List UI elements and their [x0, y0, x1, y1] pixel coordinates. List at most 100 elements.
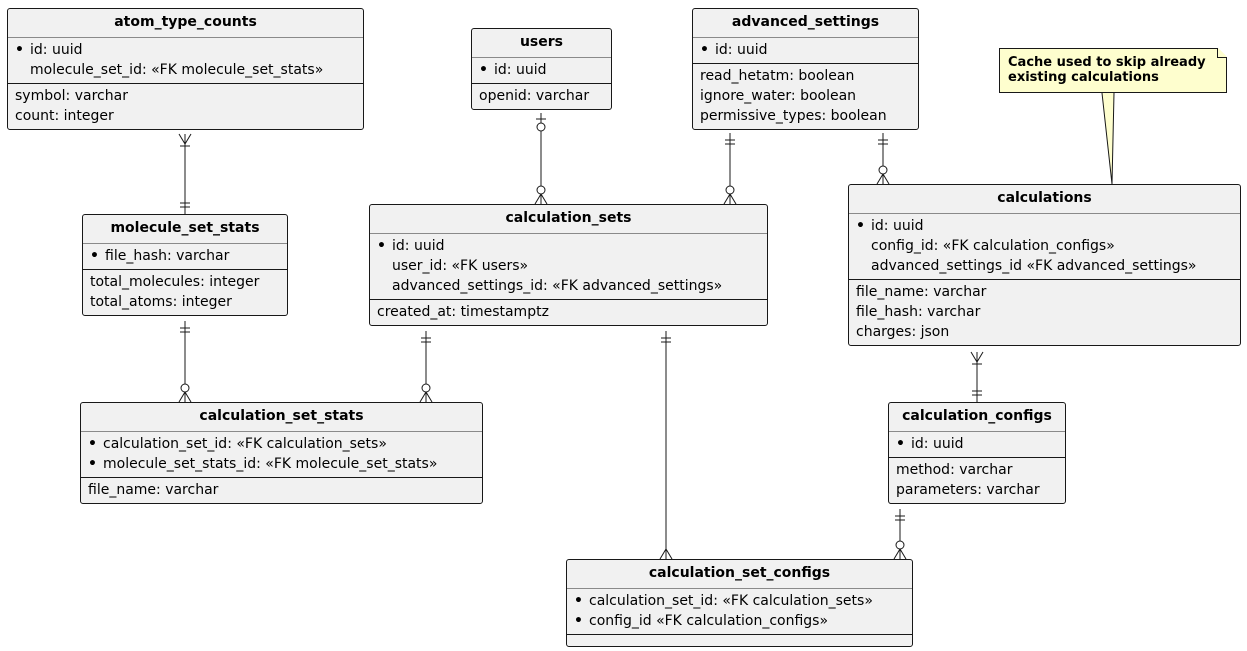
key-attribute: advanced_settings_id «FK advanced_settin… [856, 256, 1233, 276]
crow-foot [665, 548, 673, 560]
entity-calculation-sets: calculation_sets • id: uuid user_id: «FK us… [369, 204, 768, 326]
relationship-calculation-configs-to-calculation-set-configs [893, 509, 907, 560]
entity-field-section [567, 635, 912, 646]
key-attribute: •id: uuid [896, 434, 1058, 454]
note-line-1: Cache used to skip already [1008, 55, 1206, 70]
entity-calculation-set-stats: calculation_set_stats • calculation_set_id… [80, 402, 483, 504]
field-attribute: method: varchar [896, 462, 1013, 478]
entity-calculations: calculations • id: uuid config_id: «FK calc… [848, 184, 1241, 346]
field-attribute: parameters: varchar [896, 482, 1040, 498]
note-line-2: existing calculations [1008, 70, 1159, 85]
entity-key-section: •id: uuid molecule_set_id: «FK molecule_s… [8, 38, 363, 84]
crow-foot [976, 351, 984, 363]
relationship-atom-type-counts-to-molecule-set-stats [178, 133, 192, 214]
crow-foot [178, 133, 186, 145]
entity-key-section: • file_hash: varchar [83, 244, 287, 270]
mandatory-bullet-icon: • [90, 248, 99, 264]
crow-foot [534, 193, 542, 205]
key-attribute: • calculation_set_id: «FK calculation_set… [88, 434, 475, 454]
mandatory-bullet-icon: • [15, 42, 24, 58]
entity-field-section: created_at: timestamptz [370, 300, 767, 325]
mandatory-bullet-icon: • [856, 218, 865, 234]
crow-foot [184, 391, 192, 403]
entity-molecule-set-stats: molecule_set_stats • file_hash: varchar tot… [82, 214, 288, 316]
crow-foot [876, 173, 884, 185]
key-attribute: • config_id «FK calculation_configs» [574, 611, 905, 631]
entity-atom-type-counts: atom_type_counts•id: uuid molecule_set_id… [7, 8, 364, 130]
key-attribute: • id: uuid [700, 40, 911, 60]
field-attribute: permissive_types: boolean [700, 108, 887, 124]
field-attribute: total_atoms: integer [90, 294, 232, 310]
entity-field-section: openid: varchar [472, 84, 611, 109]
entity-key-section: • calculation_set_id: «FK calculation_set… [567, 589, 912, 635]
attribute-text: calculation_set_id: «FK calculation_sets… [589, 593, 873, 609]
key-attribute: user_id: «FK users» [377, 256, 760, 276]
mandatory-bullet-icon: • [377, 238, 386, 254]
mandatory-bullet-icon: • [574, 593, 583, 609]
mandatory-bullet-icon: • [700, 42, 709, 58]
attribute-text: advanced_settings_id: «FK advanced_setti… [392, 278, 723, 294]
zero-circle [536, 185, 546, 195]
relationship-advanced-settings-to-calculation-sets [723, 133, 737, 205]
attribute-text: file_hash: varchar [105, 248, 230, 264]
entity-title: calculation_sets [370, 205, 767, 234]
attribute-text: config_id: «FK calculation_configs» [871, 238, 1115, 254]
entity-title: calculations [849, 185, 1240, 214]
relationship-advanced-settings-to-calculations [876, 133, 890, 185]
zero-circle [180, 383, 190, 393]
crow-foot [184, 133, 192, 145]
entity-field-section: file_name: varchar [81, 478, 482, 503]
entity-key-section: • id: uuid user_id: «FK users» advanced_set… [370, 234, 767, 300]
attribute-text: molecule_set_stats_id: «FK molecule_set_… [103, 456, 438, 472]
crow-foot [882, 173, 890, 185]
entity-title: calculation_configs [889, 403, 1065, 432]
mandatory-bullet-icon: • [88, 456, 97, 472]
key-attribute: •id: uuid [15, 40, 356, 60]
entity-title: molecule_set_stats [83, 215, 287, 244]
entity-title: users [472, 29, 611, 58]
attribute-text: id: uuid [871, 218, 924, 234]
entity-title: atom_type_counts [8, 9, 363, 38]
entity-field-section: method: varchar parameters: varchar [889, 458, 1065, 503]
mandatory-bullet-icon: • [88, 436, 97, 452]
entity-key-section: •id: uuid [472, 58, 611, 84]
attribute-text: config_id «FK calculation_configs» [589, 613, 829, 629]
mandatory-bullet-icon: • [479, 62, 488, 78]
crow-foot [178, 391, 186, 403]
field-attribute: read_hetatm: boolean [700, 68, 855, 84]
attribute-text: calculation_set_id: «FK calculation_sets… [103, 436, 387, 452]
crow-foot [970, 351, 978, 363]
key-attribute: • id: uuid [377, 236, 760, 256]
note-tail [1101, 92, 1115, 185]
crow-foot [729, 193, 737, 205]
zero-circle [895, 540, 905, 550]
entity-key-section: •id: uuid [889, 432, 1065, 458]
attribute-text: id: uuid [392, 238, 445, 254]
key-attribute: • molecule_set_stats_id: «FK molecule_set… [88, 454, 475, 474]
field-attribute: openid: varchar [479, 88, 590, 104]
entity-title: advanced_settings [693, 9, 918, 38]
field-attribute: count: integer [15, 108, 114, 124]
relationship-molecule-set-stats-to-calculation-set-stats [178, 321, 192, 403]
entity-key-section: • id: uuid [693, 38, 918, 64]
mandatory-bullet-icon: • [896, 436, 905, 452]
field-attribute: file_hash: varchar [856, 304, 981, 320]
relationship-calculations-to-calculation-configs [970, 351, 984, 402]
attribute-text: advanced_settings_id «FK advanced_settin… [871, 258, 1197, 274]
entity-advanced-settings: advanced_settings • id: uuid read_hetatm: b… [692, 8, 919, 130]
crow-foot [659, 548, 667, 560]
mandatory-bullet-icon: • [574, 613, 583, 629]
key-attribute: config_id: «FK calculation_configs» [856, 236, 1233, 256]
entity-title: calculation_set_stats [81, 403, 482, 432]
crow-foot [899, 548, 907, 560]
attribute-text: id: uuid [715, 42, 768, 58]
attribute-text: molecule_set_id: «FK molecule_set_stats» [30, 62, 324, 78]
crow-foot [540, 193, 548, 205]
attribute-text: user_id: «FK users» [392, 258, 529, 274]
key-attribute: advanced_settings_id: «FK advanced_setti… [377, 276, 760, 296]
zero-circle [878, 165, 888, 175]
crow-foot [893, 548, 901, 560]
